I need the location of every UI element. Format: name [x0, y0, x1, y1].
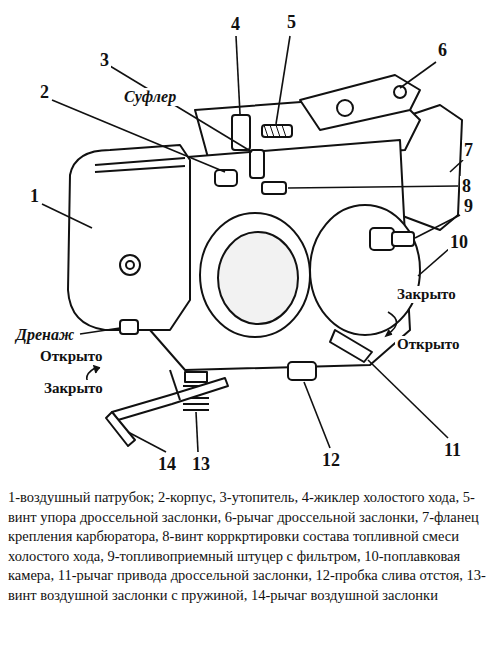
choke-lever: [112, 378, 228, 420]
idle-mixture-screw: [262, 182, 286, 194]
throat-inner: [218, 232, 298, 324]
callout-number: 5: [285, 12, 298, 32]
drain-plug: [288, 362, 316, 380]
callout-number: 2: [38, 82, 51, 102]
drain-fitting: [120, 320, 138, 334]
choke-lever-arm: [106, 412, 135, 446]
callout-number: 12: [320, 450, 342, 470]
callout-number: 8: [460, 176, 473, 196]
fuel-fitting-nipple: [392, 232, 414, 246]
callout-number: 1: [28, 186, 41, 206]
callout-number: 13: [190, 454, 212, 474]
fuel-fitting: [370, 228, 394, 250]
breather-fitting: [215, 170, 237, 186]
callout-number: 9: [462, 196, 475, 216]
callout-number: 3: [98, 50, 111, 70]
stop-screw: [262, 125, 292, 137]
lever-pivot: [337, 100, 353, 116]
part-label: Суфлер: [122, 88, 178, 106]
primer-plunger: [250, 150, 264, 178]
intake-bolt: [120, 255, 140, 275]
throttle-lever: [300, 75, 420, 130]
air-intake: [68, 145, 190, 330]
callout-number: 6: [436, 40, 449, 60]
choke-screw: [185, 372, 207, 382]
direction-label: Открыто: [395, 336, 461, 353]
caption: 1-воздушный патрубок; 2-корпус, 3-утопит…: [8, 488, 498, 605]
intake-rib: [95, 158, 185, 172]
direction-label: Закрыто: [42, 380, 105, 397]
callout-number: 10: [448, 232, 470, 252]
part-label: Дренаж: [14, 326, 76, 344]
direction-label: Открыто: [38, 348, 104, 365]
callout-number: 7: [462, 140, 475, 160]
leader-lines: [42, 36, 463, 452]
callout-number: 11: [442, 440, 463, 460]
callout-number: 4: [229, 14, 242, 34]
carburetor-throat: [200, 213, 310, 337]
callout-number: 14: [156, 454, 178, 474]
direction-label: Закрыто: [395, 286, 458, 303]
float-chamber: [310, 205, 420, 335]
direction-arrows: [87, 312, 397, 390]
throttle-drive-lever: [330, 330, 372, 362]
